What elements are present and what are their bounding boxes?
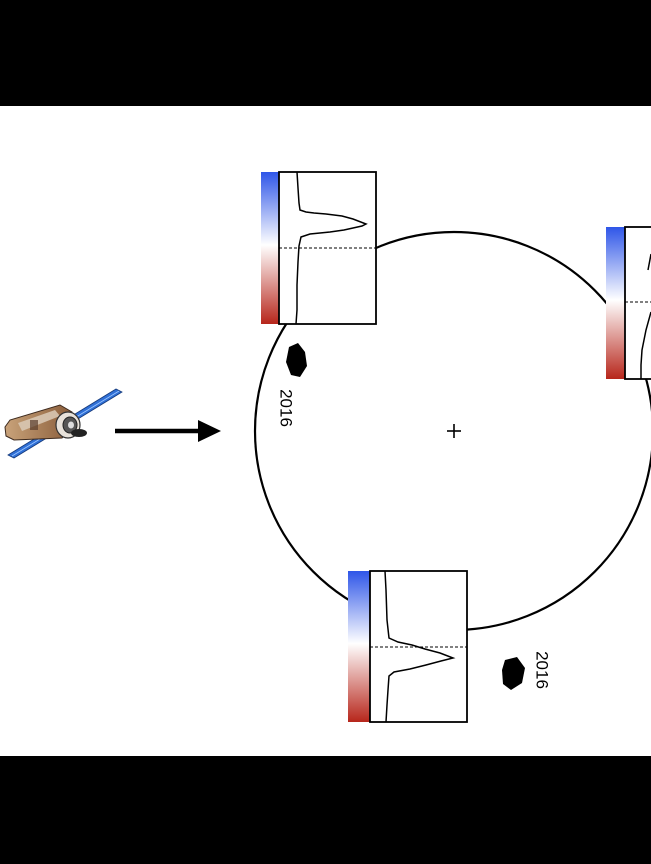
color-bar bbox=[261, 172, 279, 324]
plus-marker-icon bbox=[447, 424, 461, 438]
color-bar bbox=[606, 227, 625, 379]
diagram-canvas: 2016 2016 bbox=[0, 106, 651, 756]
asteroid-blob-icon bbox=[502, 657, 525, 690]
year-label-lower-right: 2016 bbox=[533, 651, 552, 689]
spectrum-inset-right bbox=[606, 226, 651, 380]
spectrum-curve bbox=[640, 311, 651, 379]
right-arrow-icon bbox=[115, 420, 221, 442]
satellite-icon bbox=[4, 388, 123, 459]
year-label-upper-left: 2016 bbox=[277, 389, 296, 427]
asteroid-blob-icon bbox=[286, 343, 307, 377]
color-bar bbox=[348, 571, 370, 722]
spectrum-inset-upper-left bbox=[261, 171, 377, 325]
spectrum-inset-bottom bbox=[348, 570, 468, 723]
spectrum-curve bbox=[295, 171, 368, 325]
spectrum-box bbox=[624, 226, 651, 380]
spectrum-curve bbox=[384, 570, 456, 723]
orbit-diagram: 2016 2016 bbox=[4, 171, 651, 723]
